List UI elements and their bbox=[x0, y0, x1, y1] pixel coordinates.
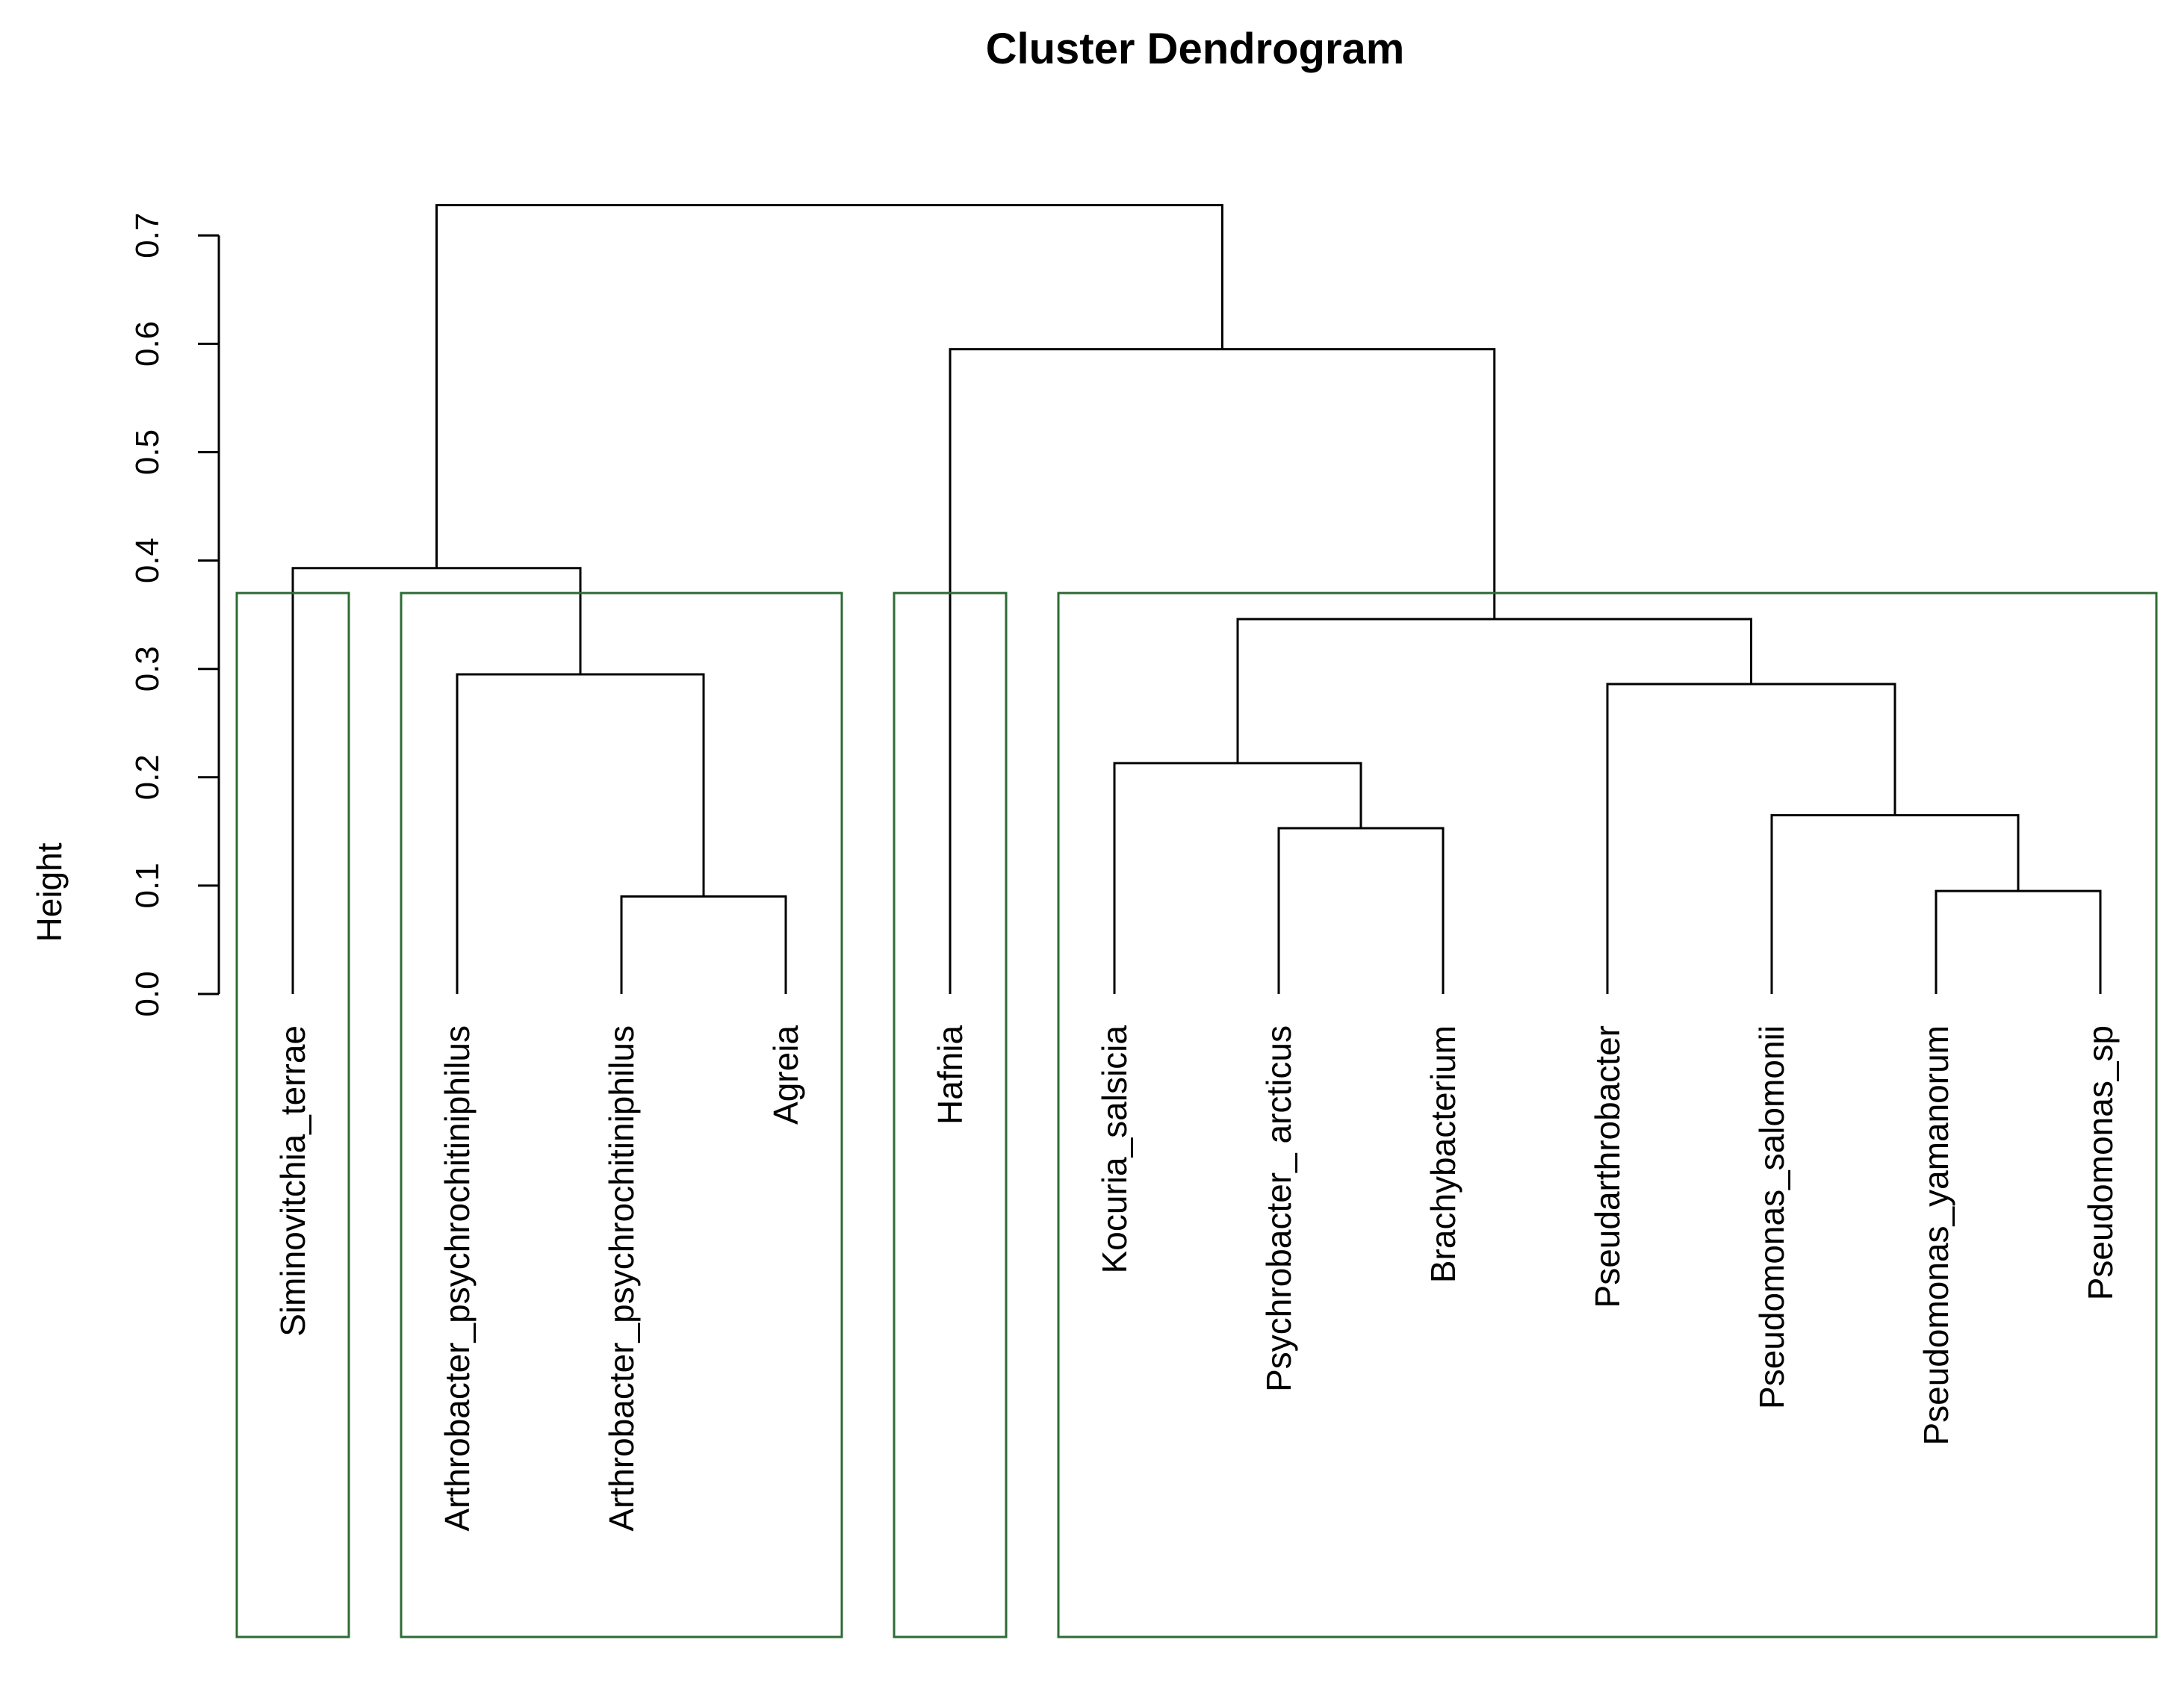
chart-title: Cluster Dendrogram bbox=[986, 25, 1405, 73]
dendrogram-link bbox=[435, 204, 1223, 568]
cluster-boxes bbox=[235, 591, 2158, 1638]
y-tick-label: 0.3 bbox=[129, 646, 166, 692]
leaf-label: Pseudomonas_salomonii bbox=[1752, 1025, 1791, 1409]
dendrogram-link bbox=[1277, 827, 1445, 994]
leaf-label: Hafnia bbox=[931, 1025, 970, 1125]
dendrogram-links bbox=[291, 204, 2102, 994]
cluster-box bbox=[893, 591, 1008, 1638]
leaf-label: Psychrobacter_ arcticus bbox=[1259, 1025, 1298, 1392]
dendrogram-link bbox=[1935, 889, 2102, 994]
dendrogram-link bbox=[1113, 762, 1362, 994]
cluster-box bbox=[235, 591, 350, 1638]
leaf-label: Kocuria_salsicia bbox=[1095, 1025, 1134, 1274]
leaf-label: Pseudomonas_yamanorum bbox=[1917, 1025, 1955, 1446]
dendrogram-link bbox=[1770, 814, 2020, 994]
dendrogram-link bbox=[620, 895, 787, 994]
y-tick-label: 0.4 bbox=[129, 538, 166, 583]
leaf-label: Arthrobacter_psychrochitiniphilus bbox=[438, 1025, 477, 1532]
y-tick-label: 0.1 bbox=[129, 863, 166, 908]
cluster-box bbox=[1057, 591, 2158, 1638]
leaf-label: Siminovitchia_terrae bbox=[273, 1025, 312, 1337]
leaf-label: Arthrobacter_psychrochitiniphilus bbox=[602, 1025, 641, 1532]
y-tick-label: 0.2 bbox=[129, 754, 166, 800]
cluster-box bbox=[400, 591, 843, 1638]
dendrogram-link bbox=[291, 567, 582, 994]
y-axis-label: Height bbox=[30, 842, 69, 942]
y-tick-label: 0.6 bbox=[129, 321, 166, 367]
y-axis: 0.0 0.1 0.2 0.3 0.4 0.5 0.6 0.7 bbox=[129, 213, 220, 1017]
leaf-labels: Siminovitchia_terrae Arthrobacter_psychro… bbox=[273, 1025, 2120, 1532]
leaf-label: Pseudomonas_sp bbox=[2081, 1025, 2120, 1300]
dendrogram-link bbox=[1606, 683, 1896, 994]
y-tick-label: 0.0 bbox=[129, 971, 166, 1016]
leaf-label: Brachybacterium bbox=[1424, 1025, 1462, 1283]
leaf-label: Agreia bbox=[766, 1025, 805, 1125]
dendrogram-link bbox=[1236, 618, 1752, 763]
y-tick-label: 0.5 bbox=[129, 429, 166, 475]
leaf-label: Pseudarthrobacter bbox=[1588, 1025, 1627, 1308]
y-tick-label: 0.7 bbox=[129, 213, 166, 258]
dendrogram-link bbox=[456, 673, 705, 994]
dendrogram-link bbox=[949, 348, 1496, 994]
